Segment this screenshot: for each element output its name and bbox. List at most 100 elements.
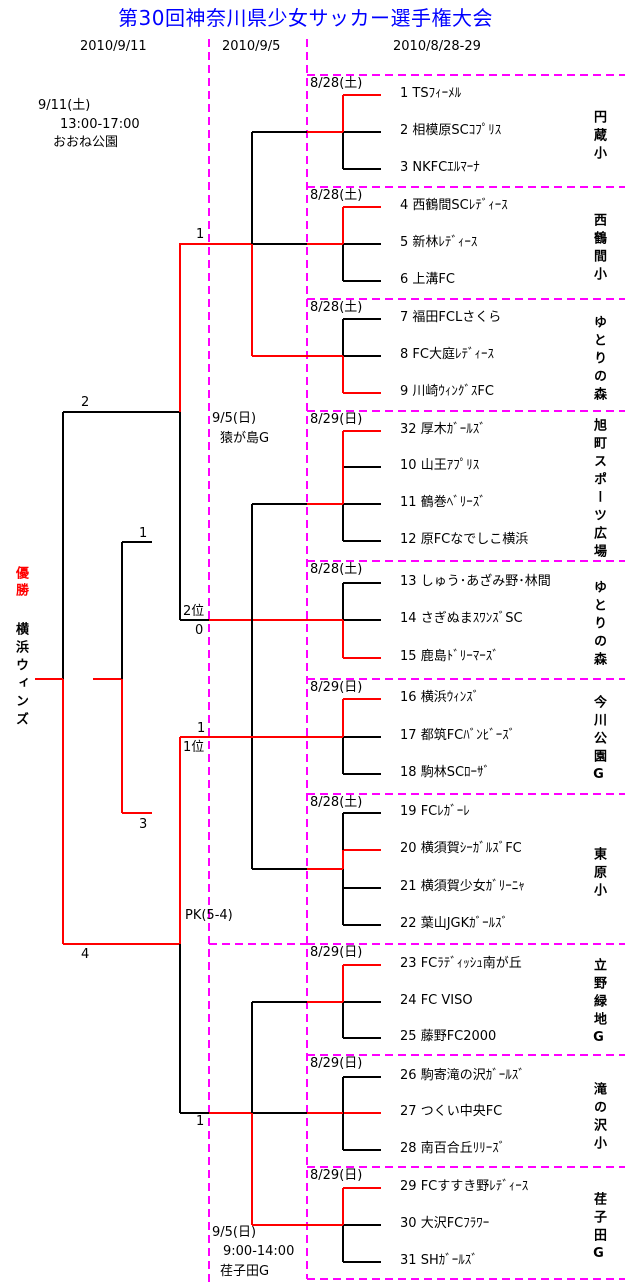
page-title: 第30回神奈川県少女サッカー選手権大会 [118, 6, 493, 30]
team-name: つくい中央FC [420, 1104, 503, 1119]
team-row: 8 FC大庭ﾚﾃﾞｨｰｽ [400, 348, 494, 362]
team-number: 18 [400, 765, 421, 780]
team-number: 21 [400, 879, 421, 894]
team-number: 14 [400, 611, 421, 626]
team-row: 21 横須賀少女ｶﾞﾘｰﾆｬ [400, 880, 525, 894]
team-number: 31 [400, 1253, 421, 1268]
team-number: 22 [400, 916, 421, 931]
team-row: 20 横須賀ｼｰｶﾞﾙｽﾞFC [400, 842, 522, 856]
group-venue: 荏子田G [591, 1192, 606, 1266]
team-row: 7 福田FCLさくら [400, 311, 501, 325]
group-match-date: 8/29(日) [310, 680, 363, 695]
team-row: 9 川崎ｳｨﾝｸﾞｽFC [400, 385, 494, 399]
team-name: 鹿島ﾄﾞﾘｰﾏｰｽﾞ [420, 649, 499, 664]
group-venue: 円蔵小 [591, 110, 606, 164]
group-venue: ゆとりの森 [591, 315, 606, 405]
team-name: 駒寄滝の沢ｶﾞｰﾙｽﾞ [420, 1068, 525, 1083]
team-name: 原FCなでしこ横浜 [420, 532, 529, 547]
group-match-date: 8/29(日) [310, 412, 363, 427]
team-number: 26 [400, 1068, 421, 1083]
team-row: 5 新林ﾚﾃﾞｨｰｽ [400, 236, 477, 250]
team-row: 1 TSﾌｨｰﾒﾙ [400, 87, 461, 101]
second-round-venue: 猿が島G [220, 431, 270, 446]
second-round-date: 9/5(日) [212, 1225, 257, 1240]
team-number: 24 [400, 993, 421, 1008]
team-number: 9 [400, 384, 413, 399]
team-name: FCﾗﾃﾞｨｯｼｭ南が丘 [420, 956, 522, 971]
team-number: 15 [400, 649, 421, 664]
team-number: 16 [400, 690, 421, 705]
group-match-date: 8/28(土) [310, 300, 363, 315]
score-block-a: 1 [196, 227, 205, 242]
team-row: 27 つくい中央FC [400, 1105, 502, 1119]
rank-block-b-second: 2位 [183, 604, 205, 619]
team-name: SHｶﾞｰﾙｽﾞ [420, 1253, 478, 1268]
team-name: 上溝FC [412, 272, 455, 287]
team-number: 17 [400, 728, 421, 743]
team-row: 14 さぎぬまｽﾜﾝｽﾞSC [400, 612, 523, 626]
group-venue: 旭町スポーツ広場 [591, 418, 606, 562]
team-row: 32 厚木ｶﾞｰﾙｽﾞ [400, 423, 486, 437]
team-number: 19 [400, 804, 421, 819]
team-name: FCﾚｶﾞｰﾚ [420, 804, 470, 819]
header-first-date: 2010/8/28-29 [393, 39, 481, 54]
score-final-bottom: 4 [81, 947, 90, 962]
team-number: 11 [400, 495, 421, 510]
pk-result: PK(5-4) [185, 908, 233, 923]
team-row: 18 駒林SCﾛｰｻﾞ [400, 766, 490, 780]
team-name: 福田FCLさくら [412, 310, 502, 325]
final-venue: おおね公園 [53, 135, 119, 150]
team-name: 都筑FCﾊﾞﾝﾋﾞｰｽﾞ [420, 728, 516, 743]
group-match-date: 8/28(土) [310, 76, 363, 91]
team-number: 7 [400, 310, 413, 325]
group-match-date: 8/28(土) [310, 795, 363, 810]
group-venue: 今川公園G [591, 695, 606, 787]
champion-label: 優勝 [13, 566, 28, 600]
team-name: FCすすき野ﾚﾃﾞｨｰｽ [420, 1179, 529, 1194]
team-row: 29 FCすすき野ﾚﾃﾞｨｰｽ [400, 1180, 528, 1194]
group-match-date: 8/28(土) [310, 188, 363, 203]
team-name: 横須賀少女ｶﾞﾘｰﾆｬ [420, 879, 525, 894]
team-number: 4 [400, 198, 413, 213]
team-number: 32 [400, 422, 421, 437]
team-row: 26 駒寄滝の沢ｶﾞｰﾙｽﾞ [400, 1069, 525, 1083]
team-row: 30 大沢FCﾌﾗﾜｰ [400, 1217, 489, 1231]
team-name: 相模原SCｺﾌﾟﾘｽ [412, 123, 502, 138]
team-name: さぎぬまｽﾜﾝｽﾞSC [420, 611, 523, 626]
team-row: 2 相模原SCｺﾌﾟﾘｽ [400, 124, 501, 138]
score-block-b-second: 0 [195, 623, 204, 638]
team-name: 山王ｱﾌﾟﾘｽ [420, 458, 480, 473]
group-venue: 西鶴間小 [591, 213, 606, 285]
team-name: しゅう･あざみ野･林間 [420, 574, 551, 589]
team-row: 31 SHｶﾞｰﾙｽﾞ [400, 1254, 478, 1268]
final-date: 9/11(土) [38, 98, 91, 113]
team-number: 1 [400, 86, 413, 101]
team-name: 横浜ｳｨﾝｽﾞ [420, 690, 480, 705]
team-row: 10 山王ｱﾌﾟﾘｽ [400, 459, 479, 473]
team-name: 川崎ｳｨﾝｸﾞｽFC [412, 384, 494, 399]
score-block-c: 1 [196, 1114, 205, 1129]
team-number: 29 [400, 1179, 421, 1194]
group-match-date: 8/29(日) [310, 1168, 363, 1183]
group-match-date: 8/28(土) [310, 562, 363, 577]
team-name: 西鶴間SCﾚﾃﾞｨｰｽ [412, 198, 508, 213]
team-row: 11 鶴巻ﾍﾞﾘｰｽﾞ [400, 496, 486, 510]
group-match-date: 8/29(日) [310, 1056, 363, 1071]
team-row: 16 横浜ｳｨﾝｽﾞ [400, 691, 479, 705]
team-name: 新林ﾚﾃﾞｨｰｽ [412, 235, 478, 250]
group-venue: 立野緑地G [591, 958, 606, 1050]
champion-team: 横浜ウィンズ [13, 622, 28, 730]
final-time: 13:00-17:00 [60, 117, 140, 132]
team-number: 8 [400, 347, 413, 362]
team-name: 大沢FCﾌﾗﾜｰ [420, 1216, 490, 1231]
team-row: 23 FCﾗﾃﾞｨｯｼｭ南が丘 [400, 957, 522, 971]
team-row: 24 FC VISO [400, 994, 473, 1008]
team-name: FC大庭ﾚﾃﾞｨｰｽ [412, 347, 494, 362]
team-number: 25 [400, 1029, 421, 1044]
team-row: 13 しゅう･あざみ野･林間 [400, 575, 551, 589]
team-number: 27 [400, 1104, 421, 1119]
second-round-time: 9:00-14:00 [223, 1244, 295, 1259]
team-name: 横須賀ｼｰｶﾞﾙｽﾞFC [420, 841, 522, 856]
team-row: 6 上溝FC [400, 273, 455, 287]
team-number: 23 [400, 956, 421, 971]
